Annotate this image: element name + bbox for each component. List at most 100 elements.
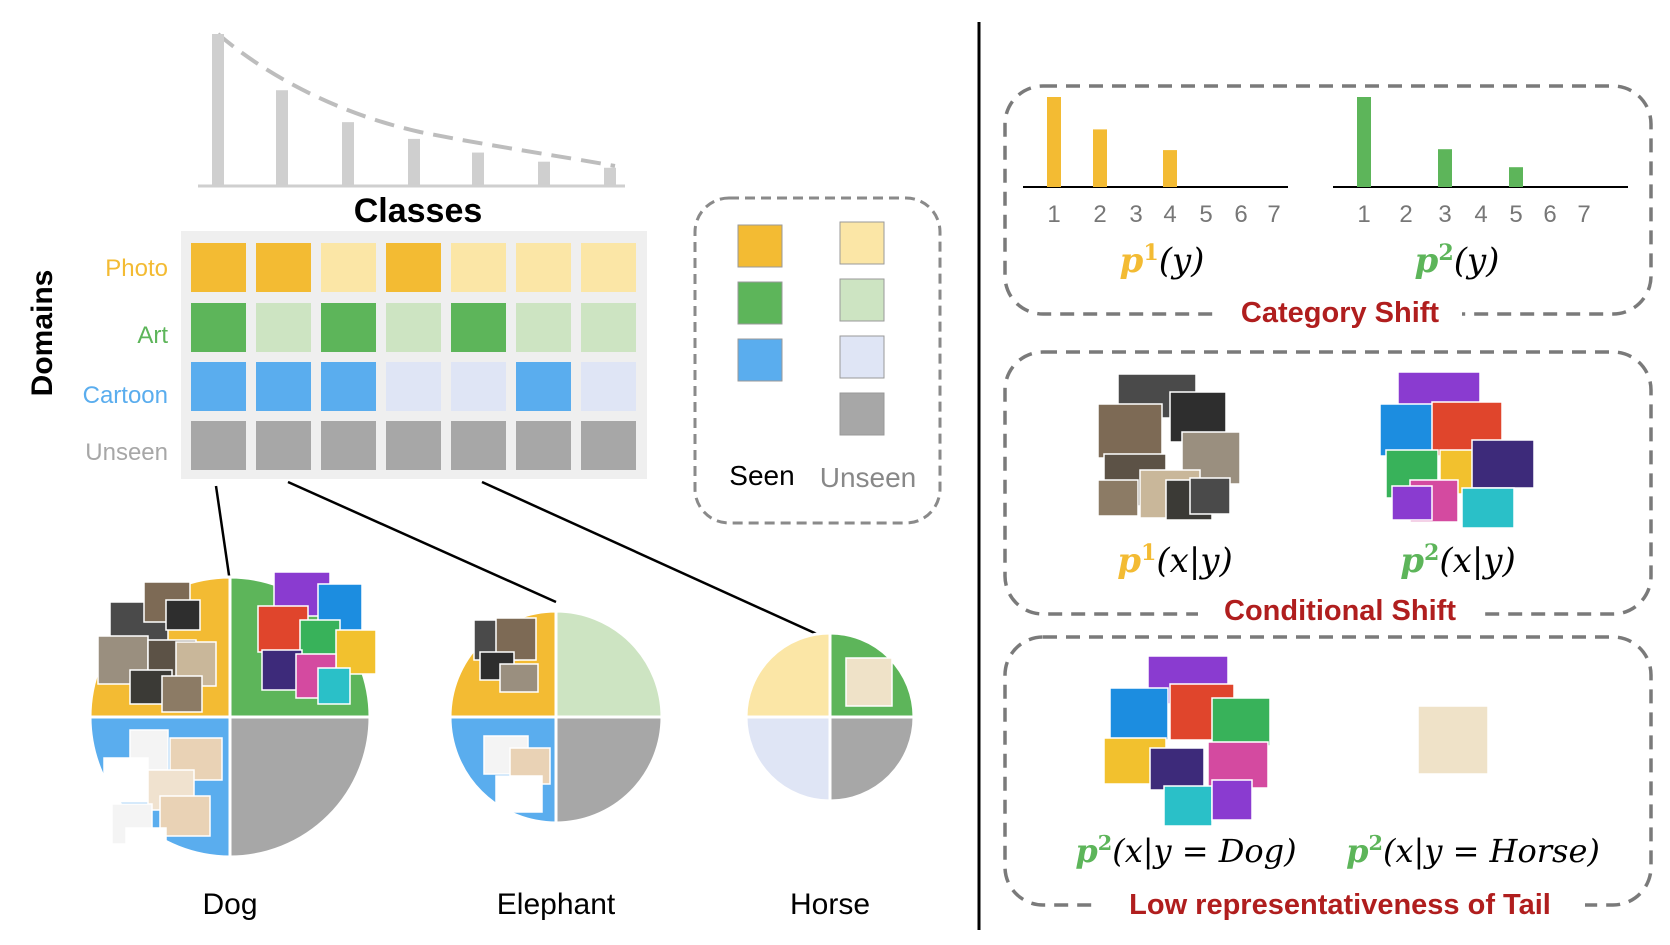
image-tile xyxy=(165,599,201,631)
connector-horse xyxy=(481,480,831,642)
math-p1-x-given-y: p1(x|y) xyxy=(1117,540,1233,581)
category-tick-label: 2 xyxy=(1093,201,1106,228)
legend-swatches xyxy=(737,221,885,436)
math-p1-y: p1(y) xyxy=(1120,240,1205,281)
pie-quadrant xyxy=(744,715,832,803)
category-tick-label: 7 xyxy=(1577,201,1590,228)
conditional-shift-title: Conditional Shift xyxy=(1224,595,1456,627)
class-distribution-chart xyxy=(198,32,625,188)
math-labels: p1(y) p2(y) p1(x|y) p2(x|y) p2(x|y = Dog) p2(… xyxy=(1075,240,1600,870)
legend-unseen-swatch xyxy=(839,335,885,379)
pie-quadrant xyxy=(828,715,916,803)
math-p2-dog: p2(x|y = Dog) xyxy=(1075,830,1296,870)
category-shift-title: Category Shift xyxy=(1241,297,1440,329)
pie-quadrant xyxy=(228,715,372,859)
category-tick-label: 2 xyxy=(1399,201,1412,228)
connector-elephant xyxy=(287,480,557,604)
grid-cell xyxy=(321,243,376,292)
grid-cell xyxy=(256,303,311,352)
category-tick-label: 7 xyxy=(1267,201,1280,228)
image-tile xyxy=(1097,403,1163,459)
domains-label: Domains xyxy=(26,270,59,397)
legend-unseen-label: Unseen xyxy=(820,462,917,493)
tail-title-bg xyxy=(1095,884,1585,926)
domain-class-grid xyxy=(191,243,636,470)
grid-cell xyxy=(256,362,311,411)
image-collages xyxy=(97,371,1535,859)
image-tile xyxy=(1189,477,1231,515)
distribution-bar xyxy=(604,167,616,186)
category-bar xyxy=(1509,167,1523,187)
grid-cell xyxy=(191,362,246,411)
grid-cell xyxy=(386,421,441,470)
grid-cell xyxy=(581,362,636,411)
distribution-bar xyxy=(276,90,288,186)
long-tail-curve xyxy=(216,32,616,168)
legend-seen-label: Seen xyxy=(729,460,794,491)
grid-cell xyxy=(191,421,246,470)
category-bar xyxy=(1438,149,1452,187)
image-tile xyxy=(159,795,211,837)
row-label-art: Art xyxy=(137,322,168,349)
legend-box xyxy=(693,196,942,525)
legend-seen-swatch xyxy=(737,224,783,268)
category-tick-label: 6 xyxy=(1234,201,1247,228)
image-tile xyxy=(845,657,893,707)
collage-horse-art xyxy=(845,657,893,707)
grid-cell xyxy=(386,243,441,292)
grid-cell xyxy=(321,421,376,470)
image-tile xyxy=(495,775,543,813)
math-p2-horse: p2(x|y = Horse) xyxy=(1346,830,1600,870)
classes-label: Classes xyxy=(354,192,483,230)
grid-cell xyxy=(321,303,376,352)
pie-quadrant xyxy=(554,609,664,719)
image-tile xyxy=(1379,403,1435,457)
distribution-bar xyxy=(408,138,420,186)
category-bar xyxy=(1357,97,1371,187)
category-tick-label: 5 xyxy=(1199,201,1212,228)
conditional-shift-title-bg xyxy=(1198,592,1482,634)
category-tick-label: 3 xyxy=(1438,201,1451,228)
category-shift-box xyxy=(1003,84,1653,316)
distribution-bar xyxy=(342,122,354,186)
pie-label-horse: Horse xyxy=(790,888,870,921)
category-bar xyxy=(1047,97,1061,187)
grid-cell xyxy=(256,243,311,292)
category-tick-label: 1 xyxy=(1047,201,1060,228)
row-label-photo: Photo xyxy=(105,255,168,282)
category-shift-title-bg xyxy=(1218,292,1462,332)
grid-cell xyxy=(451,421,506,470)
connector-dog xyxy=(214,485,232,583)
grid-cell xyxy=(451,362,506,411)
image-tile xyxy=(1149,747,1205,791)
category-tick-label: 4 xyxy=(1163,201,1176,228)
collage-elephant-cartoon xyxy=(483,735,551,813)
collage-cond-p2 xyxy=(1379,371,1535,529)
image-tile xyxy=(161,675,203,713)
legend-unseen-swatch xyxy=(839,278,885,322)
image-tile xyxy=(1097,479,1139,517)
collage-dog-photo xyxy=(97,581,217,713)
grid-cell xyxy=(386,303,441,352)
grid-cell xyxy=(451,303,506,352)
distribution-bar xyxy=(212,34,224,186)
category-tick-label: 5 xyxy=(1509,201,1522,228)
image-tile xyxy=(317,667,351,705)
legend-unseen-swatch xyxy=(839,392,885,436)
grid-cell xyxy=(191,243,246,292)
math-p2-x-given-y: p2(x|y) xyxy=(1400,540,1516,581)
row-label-cartoon: Cartoon xyxy=(83,382,168,409)
image-tile xyxy=(1211,779,1253,821)
math-p2-y: p2(y) xyxy=(1415,240,1500,281)
image-tile xyxy=(1163,785,1213,827)
pie-quadrant xyxy=(744,631,832,719)
collage-tail-dog xyxy=(1103,655,1271,827)
distribution-bar xyxy=(538,161,550,186)
grid-cell xyxy=(321,362,376,411)
collage-tail-horse xyxy=(1417,705,1489,775)
image-tile xyxy=(499,663,539,693)
image-tile xyxy=(1391,485,1433,521)
